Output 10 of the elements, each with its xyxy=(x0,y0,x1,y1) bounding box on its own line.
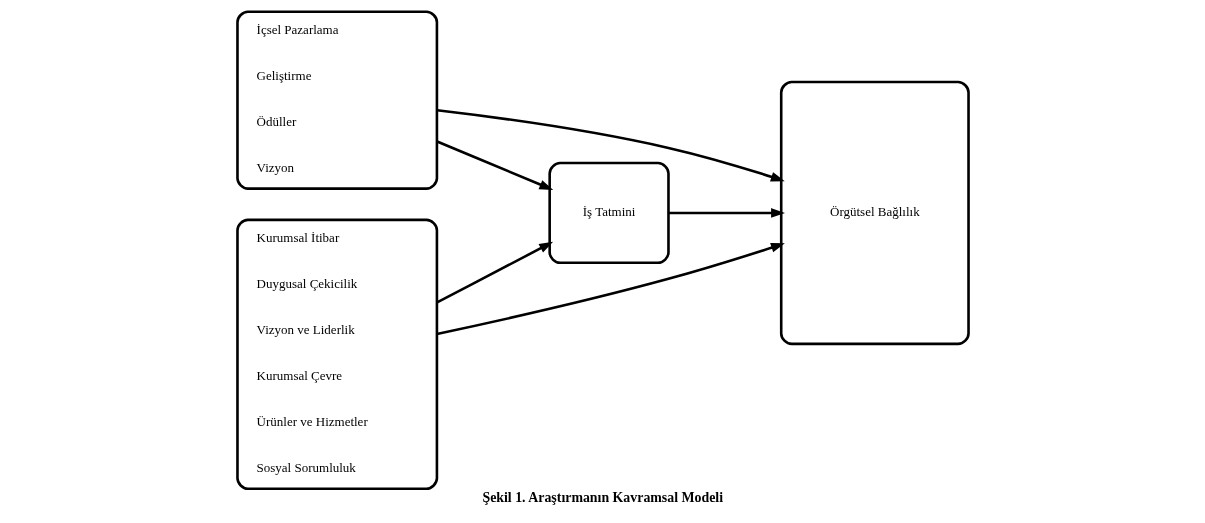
arrow xyxy=(436,241,553,304)
arrow xyxy=(668,208,785,218)
node-box: İçsel Pazarlama Geliştirme Ödüller Vizyon xyxy=(235,10,438,190)
arrow xyxy=(436,140,553,190)
node-box: Kurumsal İtibar Duygusal Çekicilik Vizyon ve Liderlik Kurumsal Çevre Ürünler ve Hizmetler Sosyal Sorumluluk xyxy=(235,218,438,490)
caption: Şekil 1. Araştırmanın Kavramsal Modeli xyxy=(481,490,723,506)
node-box: Örgütsel Bağlılık xyxy=(779,80,970,346)
node-box: İş Tatmini xyxy=(547,161,670,265)
arrow xyxy=(436,108,785,182)
arrow xyxy=(436,243,785,336)
